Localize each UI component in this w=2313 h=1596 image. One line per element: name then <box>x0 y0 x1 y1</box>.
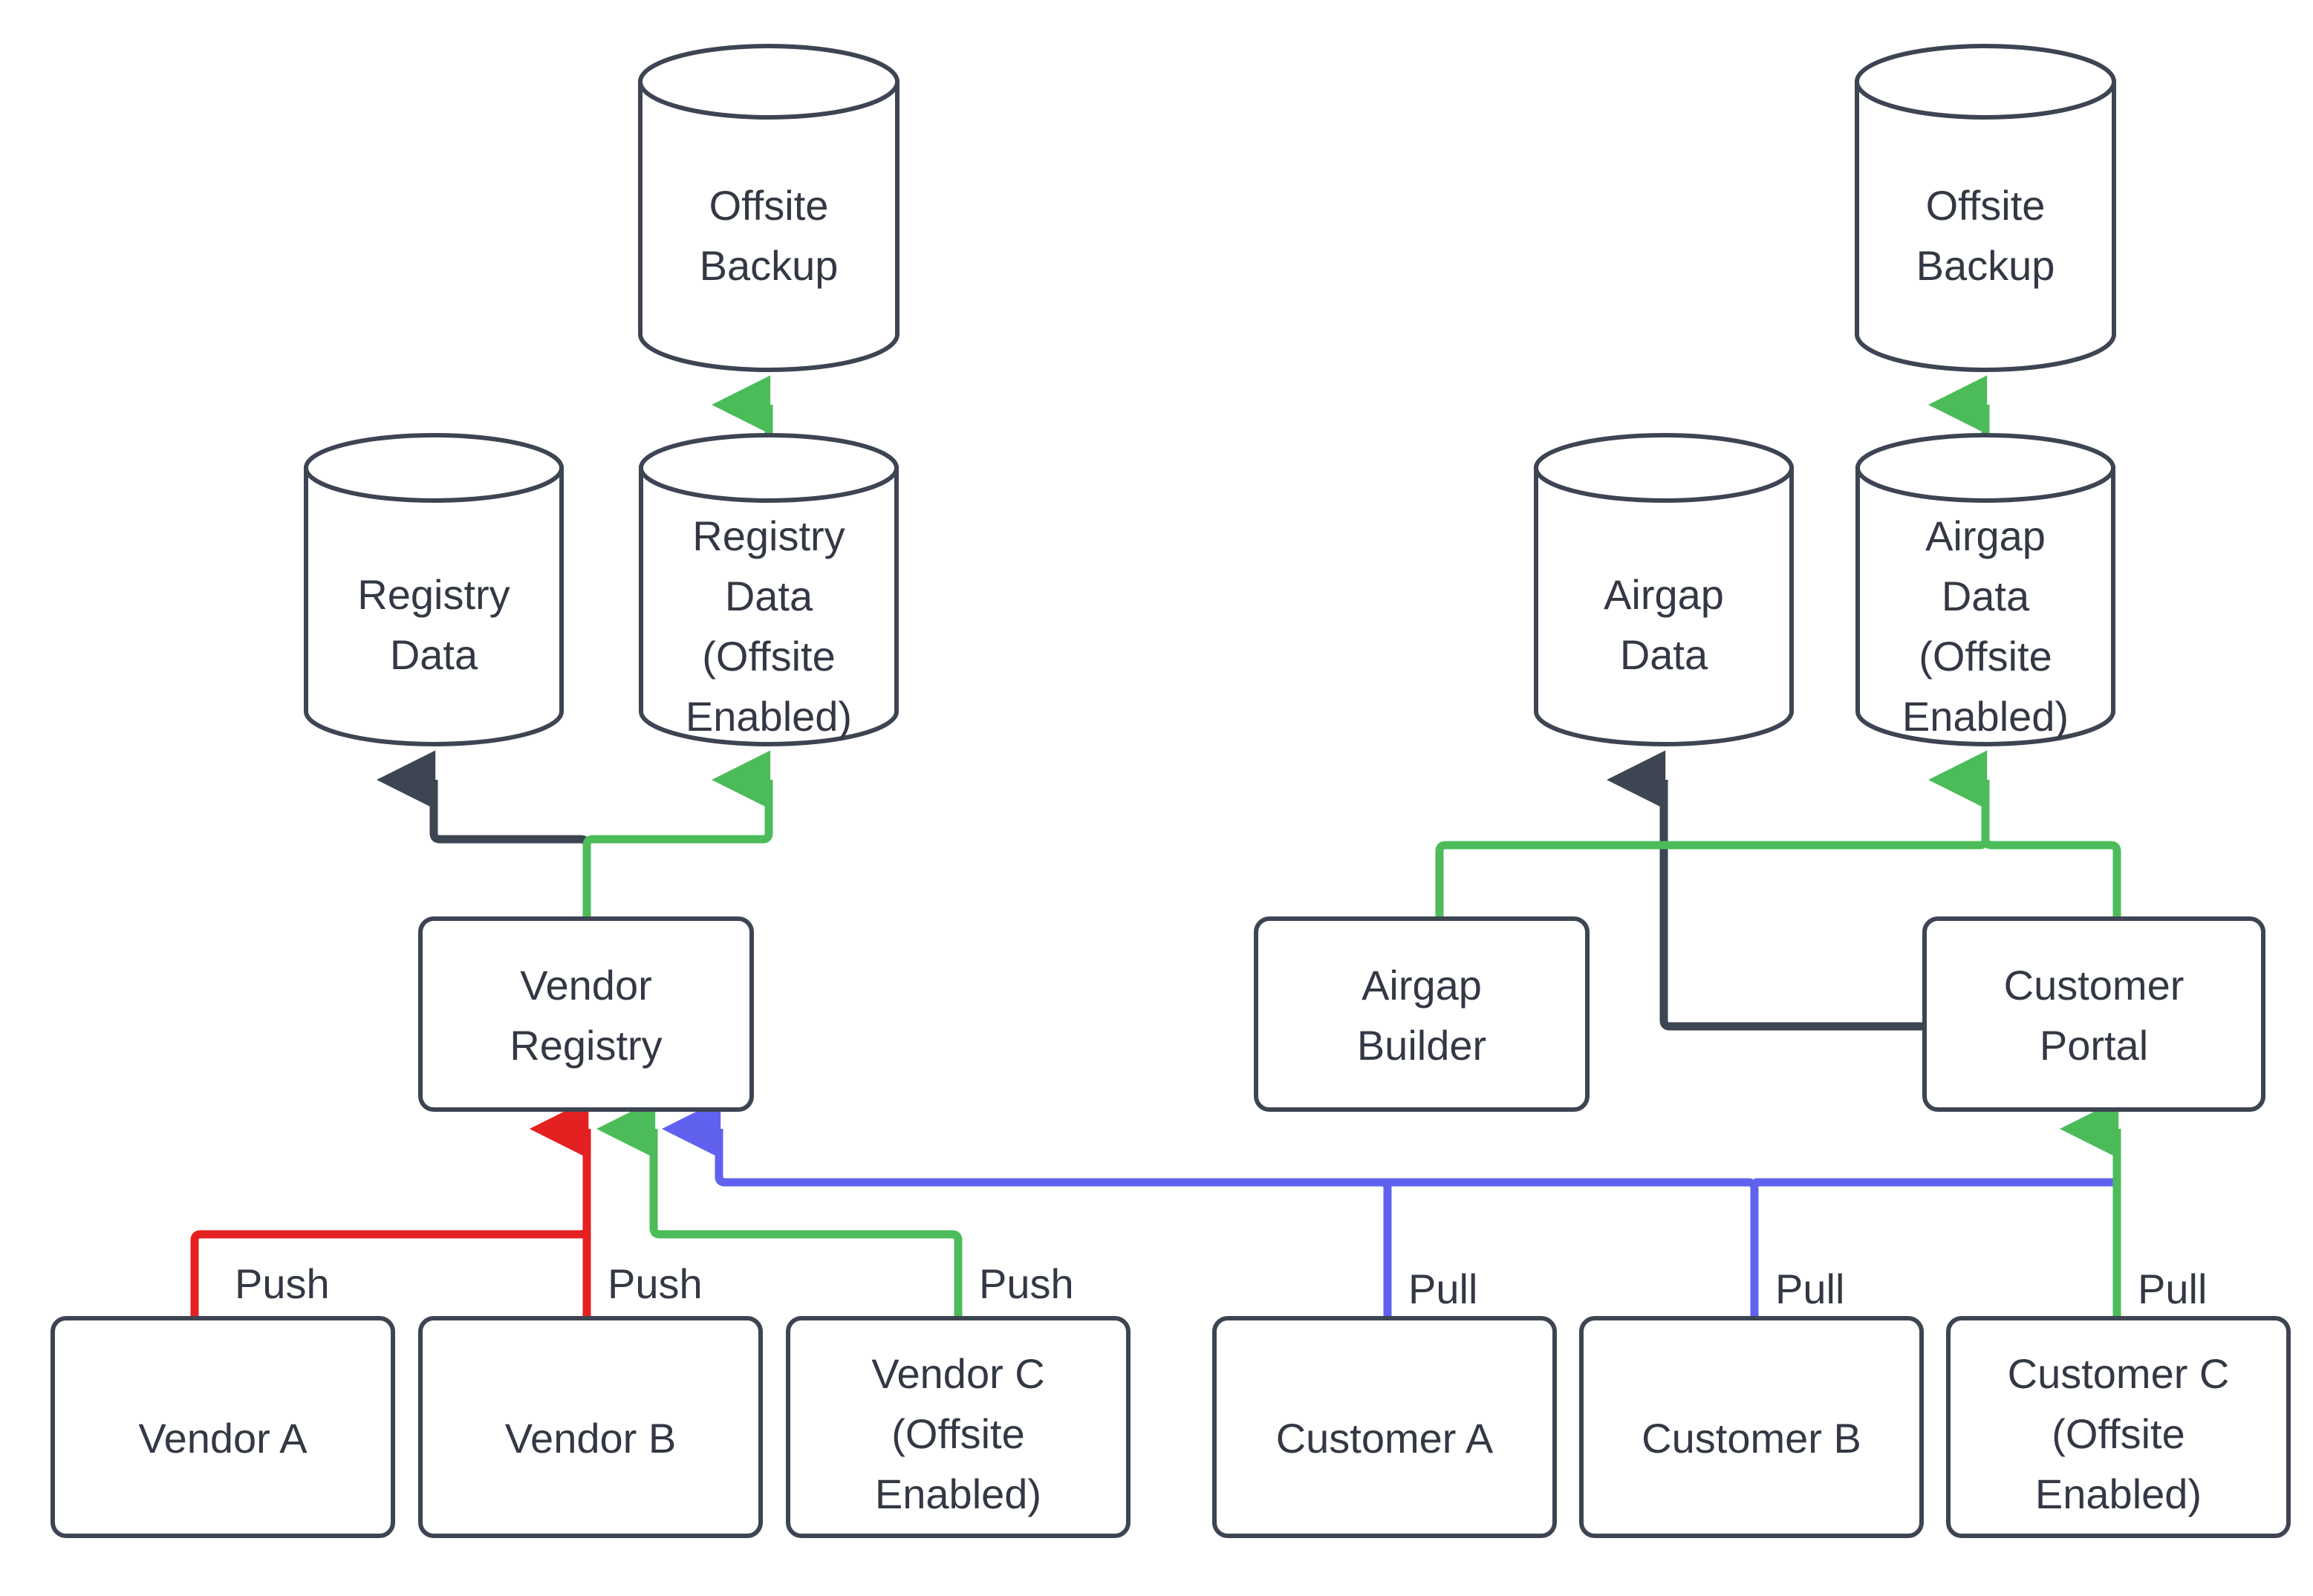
edge-customer-portal-to-airgap-data-offsite[interactable] <box>1981 780 2121 916</box>
node-label-line: Offsite <box>709 182 829 229</box>
node-label-line: Backup <box>700 242 839 289</box>
edge-label-push-vendor-c: Push <box>979 1260 1074 1307</box>
edge-vendor-c-to-vendor-registry[interactable] <box>596 1099 963 1316</box>
node-airgap-builder[interactable]: Airgap Builder <box>1254 916 1590 1112</box>
node-label-line: Vendor A <box>138 1415 308 1462</box>
node-label-line: Backup <box>1916 242 2055 289</box>
node-label-line: Registry <box>357 571 510 618</box>
node-airgap-data[interactable]: Airgap Data <box>1534 433 1794 746</box>
node-label-line: Airgap <box>1925 512 2046 559</box>
node-label-line: Registry <box>692 512 845 559</box>
node-vendor-registry[interactable]: Vendor Registry <box>418 916 754 1112</box>
edge-customer-portal-to-airgap-data[interactable] <box>1607 750 1922 1031</box>
node-label-line: Vendor C <box>871 1350 1045 1397</box>
node-label-line: Customer <box>2004 962 2184 1009</box>
edge-label-pull-customer-a: Pull <box>1408 1266 1477 1312</box>
node-label-line: Registry <box>510 1022 662 1069</box>
node-label-line: Vendor <box>520 962 652 1009</box>
node-label-line: (Offsite <box>2052 1410 2184 1457</box>
node-label-line: (Offsite <box>891 1410 1024 1457</box>
node-vendor-b[interactable]: Vendor B <box>418 1316 763 1538</box>
edge-layer <box>190 375 2121 1316</box>
node-airgap-data-offsite[interactable]: Airgap Data (Offsite Enabled) <box>1855 433 2115 746</box>
edge-label-pull-customer-b: Pull <box>1775 1266 1844 1312</box>
node-label-line: (Offsite <box>702 633 835 680</box>
edge-label-pull-customer-c: Pull <box>2138 1266 2207 1312</box>
node-label-line: Portal <box>2040 1022 2148 1069</box>
node-label-line: Enabled) <box>2035 1470 2202 1517</box>
node-label-line: Enabled) <box>875 1470 1041 1517</box>
node-label-line: Data <box>1942 573 2030 619</box>
node-label-line: Customer C <box>2008 1350 2230 1397</box>
node-label-line: Customer B <box>1642 1415 1861 1462</box>
node-label-line: (Offsite <box>1919 633 2052 680</box>
node-label-line: Offsite <box>1926 182 2046 229</box>
node-label-line: Data <box>390 631 478 678</box>
node-customer-c[interactable]: Customer C (Offsite Enabled) <box>1946 1316 2291 1538</box>
edge-airgap-builder-to-airgap-data-offsite[interactable] <box>1435 750 1990 916</box>
node-offsite-backup-right[interactable]: Offsite Backup <box>1855 44 2116 372</box>
node-label-line: Builder <box>1357 1022 1486 1069</box>
node-label-line: Airgap <box>1362 962 1482 1009</box>
node-label-line: Vendor B <box>505 1415 676 1462</box>
node-customer-b[interactable]: Customer B <box>1579 1316 1924 1538</box>
node-label-line: Enabled) <box>686 693 852 740</box>
edge-customer-b-to-vendor-registry[interactable] <box>715 1129 1759 1316</box>
node-registry-data[interactable]: Registry Data <box>304 433 564 746</box>
node-customer-portal[interactable]: Customer Portal <box>1922 916 2265 1112</box>
node-label-line: Data <box>725 573 813 619</box>
node-label-line: Data <box>1620 631 1708 678</box>
node-registry-data-offsite[interactable]: Registry Data (Offsite Enabled) <box>639 433 899 746</box>
node-label-line: Airgap <box>1604 571 1724 618</box>
edge-label-push-vendor-b: Push <box>608 1260 703 1307</box>
edge-vendor-registry-to-registry-data[interactable] <box>377 750 591 916</box>
node-offsite-backup-left[interactable]: Offsite Backup <box>638 44 900 372</box>
node-vendor-a[interactable]: Vendor A <box>51 1316 395 1538</box>
node-vendor-c[interactable]: Vendor C (Offsite Enabled) <box>786 1316 1131 1538</box>
node-customer-a[interactable]: Customer A <box>1212 1316 1557 1538</box>
edge-label-push-vendor-a: Push <box>235 1260 330 1307</box>
edge-label-layer: Push Push Push Pull Pull Pull <box>235 1260 2207 1312</box>
node-label-line: Customer A <box>1276 1415 1494 1462</box>
node-label-line: Enabled) <box>1902 693 2069 740</box>
edge-vendor-registry-to-registry-data-offsite[interactable] <box>582 750 773 916</box>
